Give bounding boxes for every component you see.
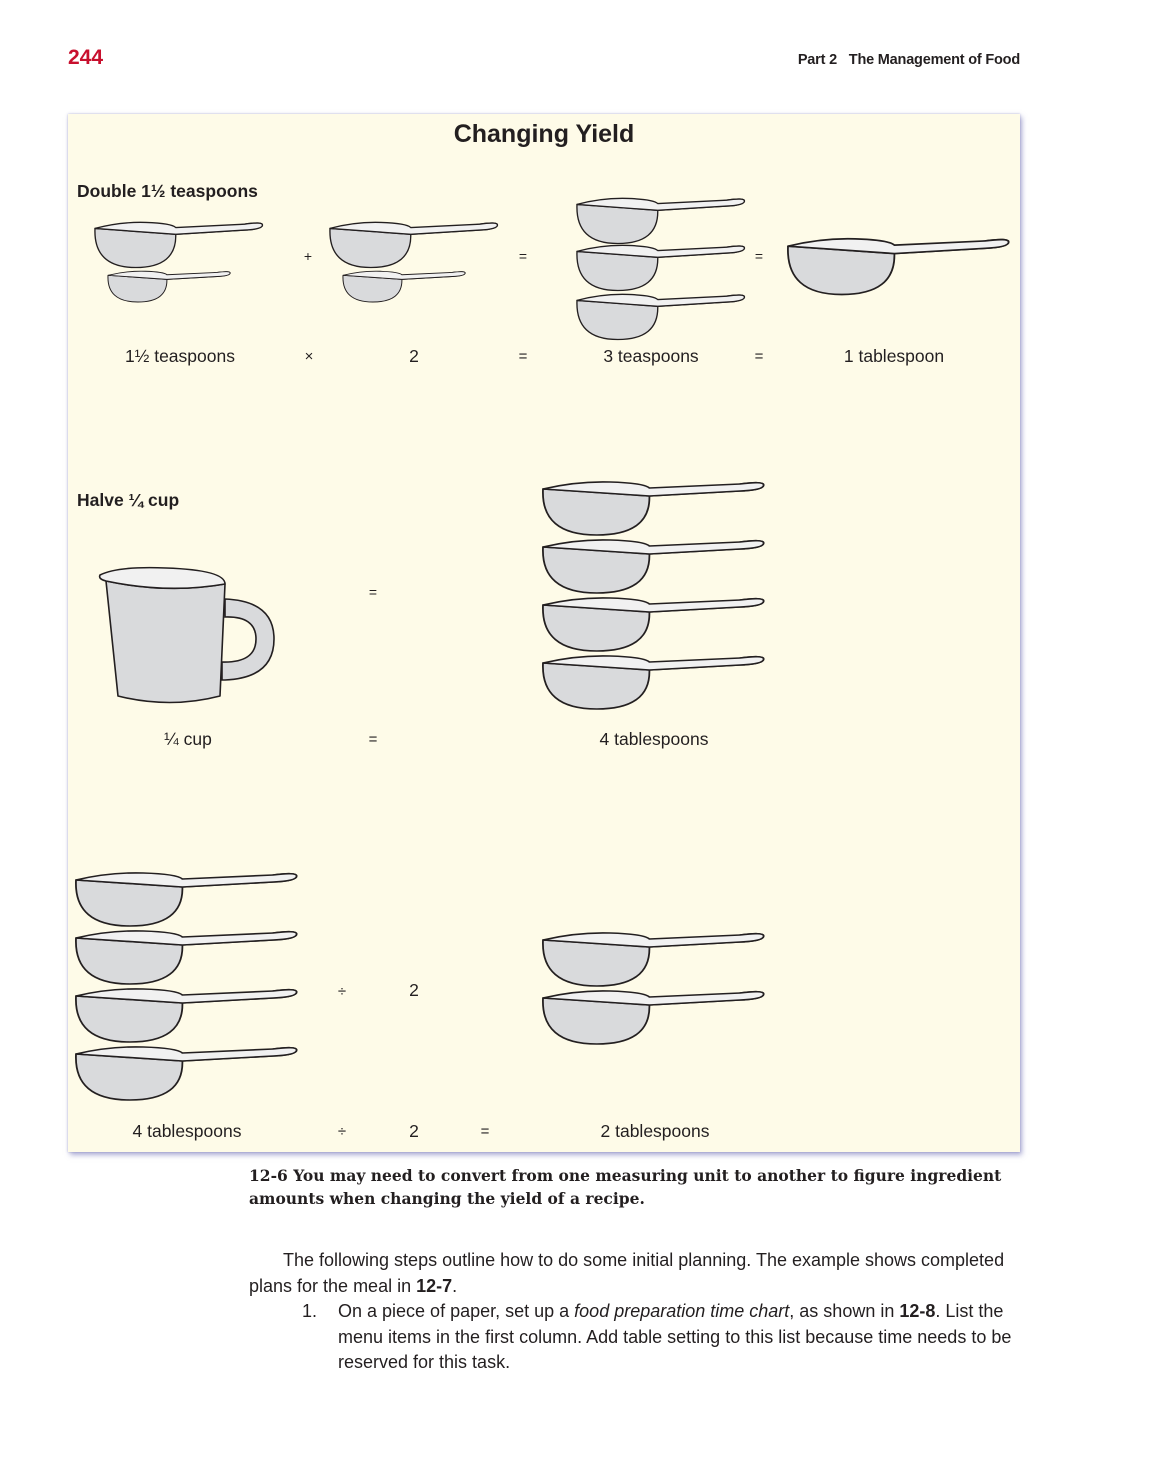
spoon-tablespoon xyxy=(75,1045,298,1101)
label-quantity: 4 tablespoons xyxy=(132,1121,242,1141)
figure-illustration xyxy=(75,197,1010,1101)
pictogram-operator: ÷ xyxy=(337,983,347,1000)
spoon-tablespoon xyxy=(542,989,765,1045)
label-quantity: 3 teaspoons xyxy=(603,346,699,366)
label-quantity: 1 tablespoon xyxy=(843,346,945,366)
intro-paragraph: The following steps outline how to do so… xyxy=(249,1248,1019,1299)
step-text: . List the menu items in the first colum… xyxy=(338,1301,1012,1372)
step-item: 1. On a piece of paper, set up a food pre… xyxy=(249,1299,1019,1376)
spoon-teaspoon xyxy=(576,293,746,341)
spoon-tablespoon xyxy=(542,931,765,987)
figure-caption: 12-6 You may need to convert from one me… xyxy=(249,1164,1009,1210)
label-quantity: 4 tablespoons xyxy=(599,729,709,749)
spoon-tablespoon-half xyxy=(329,221,499,269)
spoon-tablespoon xyxy=(75,871,298,927)
label-operator: × xyxy=(304,348,314,365)
pictogram-operator: = xyxy=(368,584,378,600)
body-text: The following steps outline how to do so… xyxy=(249,1248,1019,1376)
spoon-tablespoon xyxy=(542,596,765,652)
intro-text-end: . xyxy=(452,1275,458,1296)
running-head-part: Part 2 xyxy=(797,52,837,68)
spoon-tablespoon xyxy=(787,237,1010,296)
label-operator: = xyxy=(480,1123,490,1140)
pictogram-divisor: 2 xyxy=(409,980,419,1000)
spoon-tablespoon xyxy=(542,538,765,594)
running-head: Part 2 The Management of Food xyxy=(798,52,1020,68)
spoon-teaspoon-half xyxy=(342,270,466,303)
label-quantity: 2 tablespoons xyxy=(600,1121,710,1141)
running-head-section: The Management of Food xyxy=(848,52,1020,68)
step-text: , as shown in xyxy=(789,1301,900,1321)
spoon-tablespoon-half xyxy=(94,221,264,269)
figure-panel: Changing Yield Double 1½ teaspoons + = =… xyxy=(68,114,1020,1152)
figure-reference: 12-8 xyxy=(899,1301,936,1321)
section-heading-double: Double 1½ teaspoons xyxy=(77,181,258,201)
pictogram-operator: = xyxy=(754,248,764,264)
intro-text: The following steps outline how to do so… xyxy=(249,1250,1005,1296)
pictogram-operator: + xyxy=(303,248,313,264)
spoon-tablespoon xyxy=(542,480,765,536)
step-number: 1. xyxy=(302,1301,318,1321)
caption-number: 12-6 xyxy=(249,1166,288,1185)
section-heading-halve: Halve ¼ cup xyxy=(77,490,180,510)
label-operator: = xyxy=(518,348,528,365)
spoon-tablespoon xyxy=(75,987,298,1043)
step-term: food preparation time chart xyxy=(574,1301,790,1321)
spoon-teaspoon xyxy=(576,244,746,292)
spoon-teaspoon-half xyxy=(107,270,231,303)
label-divisor: 2 xyxy=(409,1121,419,1141)
caption-text: You may need to convert from one measuri… xyxy=(249,1166,1002,1208)
spoon-tablespoon xyxy=(75,929,298,985)
figure-title: Changing Yield xyxy=(453,120,635,148)
spoon-teaspoon xyxy=(576,197,746,245)
label-quantity: ¼ cup xyxy=(164,729,212,749)
step-text: On a piece of paper, set up a xyxy=(338,1301,575,1321)
label-operator: = xyxy=(368,731,378,748)
spoon-tablespoon xyxy=(542,654,765,710)
pictogram-operator: = xyxy=(518,248,528,264)
label-quantity: 1½ teaspoons xyxy=(125,346,235,366)
label-multiplier: 2 xyxy=(409,346,419,366)
measuring-cup-icon xyxy=(98,566,275,704)
label-operator: ÷ xyxy=(337,1123,347,1140)
page-number: 244 xyxy=(68,46,104,69)
figure-reference: 12-7 xyxy=(416,1275,453,1296)
label-operator: = xyxy=(754,348,764,365)
